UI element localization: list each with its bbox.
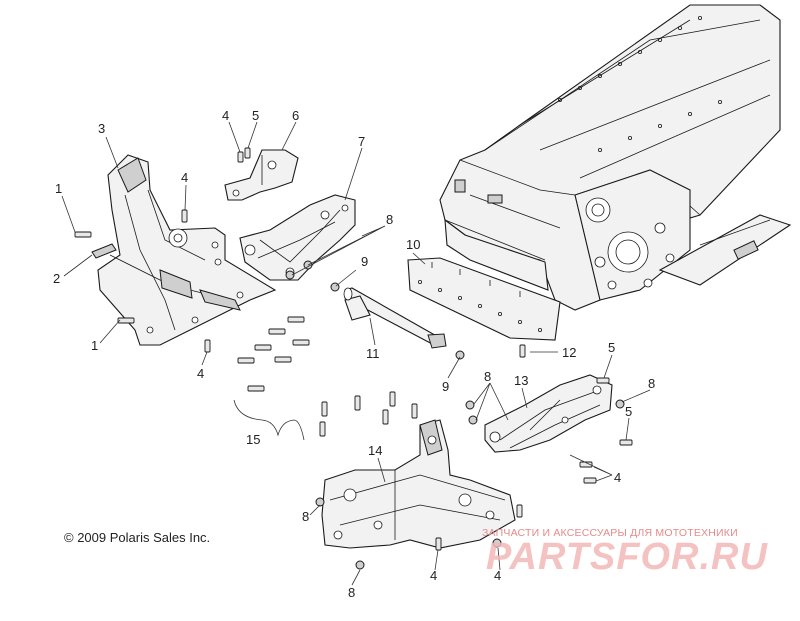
callout-5c: 5 (625, 404, 632, 419)
callout-labels: 1 2 1 3 4 4 4 5 6 7 8 9 10 11 9 12 5 8 1… (53, 108, 655, 600)
callout-13: 13 (514, 373, 528, 388)
callout-2: 2 (53, 271, 60, 286)
part-7-bracket (239, 194, 356, 281)
callout-11: 11 (366, 346, 380, 361)
part-11-shaft (343, 287, 447, 349)
part-3-front-support (91, 154, 277, 346)
callout-3: 3 (98, 121, 105, 136)
callout-1b: 1 (91, 338, 98, 353)
callout-4d: 4 (614, 470, 621, 485)
callout-5a: 5 (252, 108, 259, 123)
leader-lines (61, 121, 651, 586)
callout-9b: 9 (442, 379, 449, 394)
callout-8e: 8 (348, 585, 355, 600)
part-14-lower-bracket (321, 419, 516, 549)
callout-10: 10 (406, 237, 420, 252)
callout-15: 15 (246, 432, 260, 447)
callout-8c: 8 (648, 376, 655, 391)
callout-5b: 5 (608, 340, 615, 355)
callout-6: 6 (292, 108, 299, 123)
callout-8d: 8 (302, 509, 309, 524)
callout-9a: 9 (361, 254, 368, 269)
callout-1a: 1 (55, 181, 62, 196)
callout-4a: 4 (181, 170, 188, 185)
callout-8b: 8 (484, 369, 491, 384)
callout-14: 14 (368, 443, 382, 458)
callout-4f: 4 (494, 568, 501, 583)
watermark-tagline: ЗАПЧАСТИ И АКСЕССУАРЫ ДЛЯ МОТОТЕХНИКИ (482, 527, 738, 539)
tunnel-chassis (439, 4, 792, 311)
watermark-logo: PARTSFOR.RU (486, 536, 768, 578)
copyright-notice: © 2009 Polaris Sales Inc. (64, 530, 211, 545)
callout-12: 12 (562, 345, 576, 360)
callout-8a: 8 (386, 212, 393, 227)
callout-7: 7 (358, 134, 365, 149)
part-13-bracket (484, 374, 613, 453)
part-6-bracket (224, 149, 299, 201)
callout-4b: 4 (197, 366, 204, 381)
callout-4e: 4 (430, 568, 437, 583)
callout-4c: 4 (222, 108, 229, 123)
part-2-bracket (91, 243, 117, 259)
part-10-skid-plate (407, 257, 561, 341)
